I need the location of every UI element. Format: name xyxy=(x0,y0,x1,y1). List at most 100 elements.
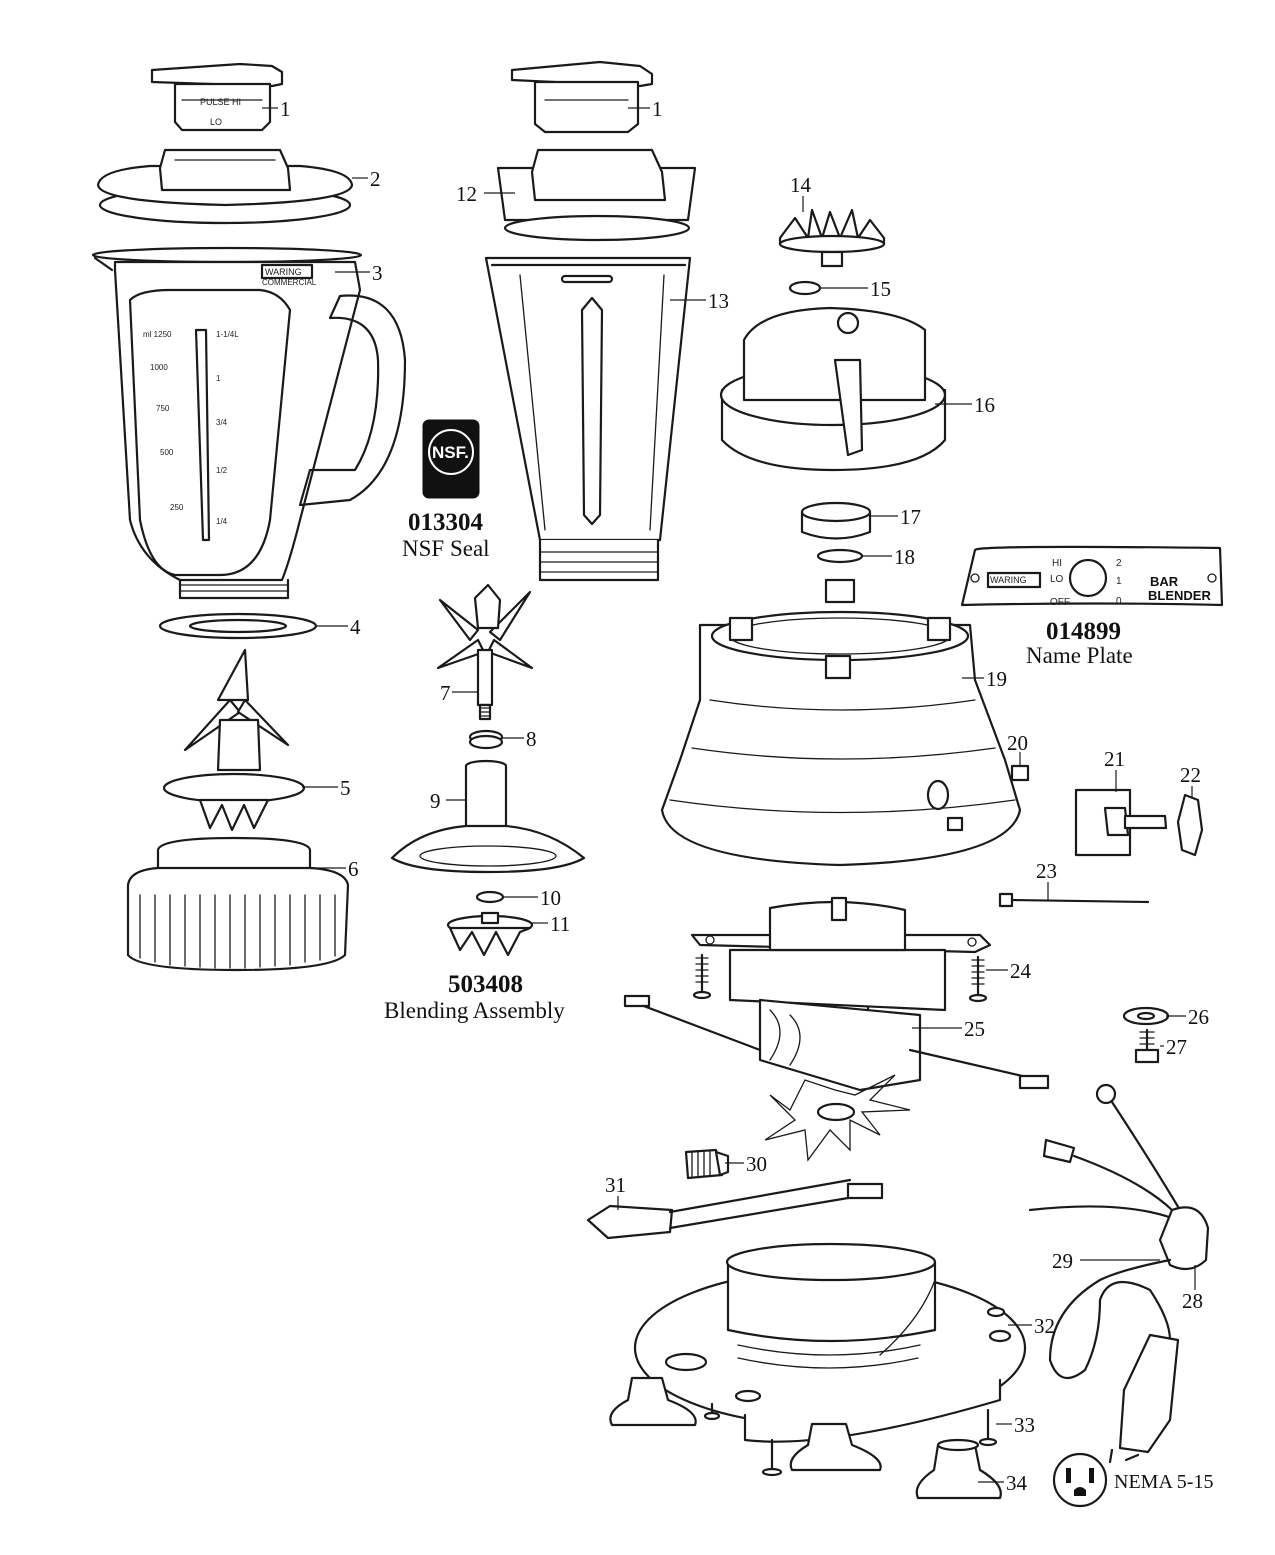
blending-assembly-part-number: 503408 xyxy=(448,971,523,998)
part-32-motor-base xyxy=(633,1242,1027,1443)
name-plate: WARING HI LO OFF 2 1 0 BAR BLENDER xyxy=(960,545,1224,608)
callout-26: 26 xyxy=(1188,1005,1209,1029)
callout-10: 10 xyxy=(540,886,561,910)
callout-5: 5 xyxy=(340,776,351,800)
waring-logo-text: WARING xyxy=(265,267,302,277)
jar-graduation-500: 500 xyxy=(160,448,174,457)
callout-14: 14 xyxy=(790,173,812,197)
jar-graduation-1-1-4l: 1-1/4L xyxy=(216,330,239,339)
callout-17: 17 xyxy=(900,505,921,529)
lid-cap-text-hi: HI xyxy=(232,97,241,107)
part-1-lid-cap-left: PULSE HI LO xyxy=(150,62,284,132)
jar-graduation-1000: 1000 xyxy=(150,363,168,372)
callout-29: 29 xyxy=(1052,1249,1073,1273)
callout-1-left: 1 xyxy=(280,97,291,121)
callout-13: 13 xyxy=(708,289,729,313)
callout-25: 25 xyxy=(964,1017,985,1041)
part-13-stainless-container xyxy=(484,256,692,582)
name-plate-model-blender: BLENDER xyxy=(1148,588,1211,603)
callout-9: 9 xyxy=(430,789,441,813)
blending-assembly-caption: Blending Assembly xyxy=(384,998,565,1023)
name-plate-speed-0: 0 xyxy=(1116,596,1122,607)
part-23-cable-tie xyxy=(998,892,1150,908)
callout-11: 11 xyxy=(550,912,570,936)
part-30-wire-nut xyxy=(684,1148,730,1180)
jar-graduation-1-4: 1/4 xyxy=(216,517,228,526)
part-4-gasket xyxy=(158,612,318,640)
part-28-29-power-cord xyxy=(1028,1083,1210,1464)
callout-3: 3 xyxy=(372,261,383,285)
callout-6: 6 xyxy=(348,857,359,881)
part-2-jar-lid xyxy=(96,148,354,225)
callout-16: 16 xyxy=(974,393,995,417)
callout-21: 21 xyxy=(1104,747,1125,771)
part-3-container-jar: WARING COMMERCIAL ml 1250 1000 750 500 2… xyxy=(91,246,407,600)
part-6-jar-base xyxy=(126,836,350,972)
name-plate-part-number: 014899 xyxy=(1046,618,1121,645)
part-27-ground-screw xyxy=(1134,1028,1160,1064)
part-34-suction-feet xyxy=(609,1376,1002,1500)
part-22-hex-nut xyxy=(1176,793,1204,857)
name-plate-speed-2: 2 xyxy=(1116,558,1122,569)
part-33-base-screws xyxy=(703,1402,998,1477)
part-31-wire-assembly xyxy=(586,1178,884,1240)
part-16-jar-pad xyxy=(719,306,947,472)
part-11-drive-coupling xyxy=(446,911,534,957)
part-19-motor-housing xyxy=(660,578,1022,867)
jar-graduation-ml-label: ml 1250 xyxy=(143,330,172,339)
nema-outlet-icon xyxy=(1052,1452,1108,1508)
part-26-star-washer xyxy=(1122,1006,1170,1026)
callout-33: 33 xyxy=(1014,1413,1035,1437)
part-25-motor xyxy=(623,896,1050,1162)
callout-23: 23 xyxy=(1036,859,1057,883)
part-7-blade xyxy=(436,583,534,721)
callout-34: 34 xyxy=(1006,1471,1028,1495)
callout-19: 19 xyxy=(986,667,1007,691)
callout-leaders xyxy=(262,107,1196,1483)
name-plate-lo: LO xyxy=(1050,574,1064,585)
part-5-blade-assembly xyxy=(162,648,306,832)
callout-28: 28 xyxy=(1182,1289,1203,1313)
callout-8: 8 xyxy=(526,727,537,751)
part-10-small-washer xyxy=(475,890,505,904)
name-plate-caption: Name Plate xyxy=(1026,643,1133,668)
callout-2: 2 xyxy=(370,167,381,191)
name-plate-speed-1: 1 xyxy=(1116,576,1122,587)
name-plate-model-bar: BAR xyxy=(1150,574,1179,589)
nsf-logo-text: NSF. xyxy=(432,443,469,462)
callout-7: 7 xyxy=(440,681,451,705)
callout-1-middle: 1 xyxy=(652,97,663,121)
callout-4: 4 xyxy=(350,615,361,639)
waring-logo-subtext: COMMERCIAL xyxy=(262,278,317,287)
callout-numbers: 1 1 2 3 4 5 6 7 8 9 10 11 12 13 14 15 16… xyxy=(280,97,1209,1495)
part-21-toggle-switch xyxy=(1074,788,1168,857)
jar-graduation-250: 250 xyxy=(170,503,184,512)
callout-12: 12 xyxy=(456,182,477,206)
nsf-seal-caption: NSF Seal xyxy=(402,536,490,561)
jar-graduation-750: 750 xyxy=(156,404,170,413)
nsf-seal-badge: NSF. xyxy=(422,419,480,499)
part-18-ring xyxy=(816,548,864,564)
nsf-seal-part-number: 013304 xyxy=(408,509,484,536)
nema-outlet-label: NEMA 5-15 xyxy=(1114,1471,1213,1493)
part-14-motor-coupling xyxy=(778,208,886,268)
callout-32: 32 xyxy=(1034,1314,1055,1338)
part-9-bearing-housing xyxy=(390,759,586,874)
callout-15: 15 xyxy=(870,277,891,301)
callout-22: 22 xyxy=(1180,763,1201,787)
callout-30: 30 xyxy=(746,1152,767,1176)
callout-27: 27 xyxy=(1166,1035,1187,1059)
lid-cap-text-pulse: PULSE xyxy=(200,97,230,107)
part-15-pad xyxy=(788,280,822,296)
jar-graduation-3-4: 3/4 xyxy=(216,418,228,427)
jar-graduation-1-2: 1/2 xyxy=(216,466,228,475)
part-20-screw xyxy=(946,764,1030,832)
callout-18: 18 xyxy=(894,545,915,569)
part-8-washer xyxy=(468,729,504,750)
name-plate-hi: HI xyxy=(1052,558,1062,569)
part-12-stainless-lid xyxy=(496,148,697,242)
name-plate-logo: WARING xyxy=(990,575,1027,585)
callout-20: 20 xyxy=(1007,731,1028,755)
part-1-lid-cap-middle xyxy=(510,60,654,134)
